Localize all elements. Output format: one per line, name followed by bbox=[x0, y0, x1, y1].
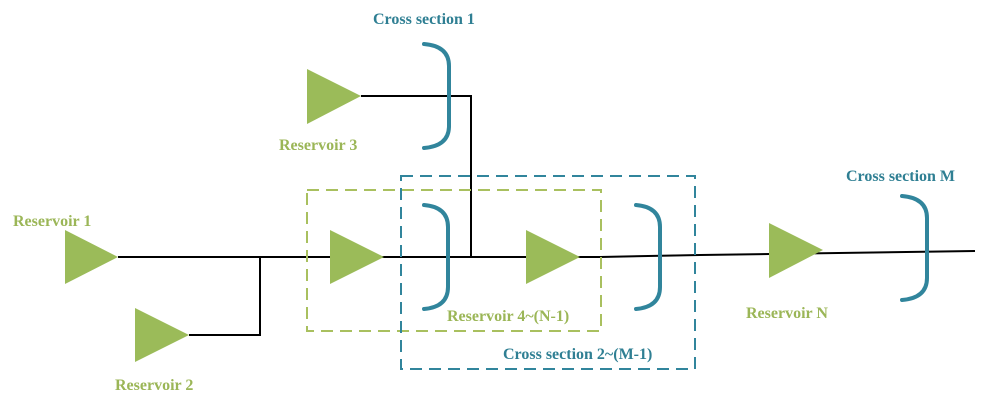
river-network bbox=[118, 95, 976, 336]
cross-section-m-label: Cross section M bbox=[846, 168, 955, 185]
cross-sections bbox=[422, 42, 929, 311]
reservoir-group-first-icon bbox=[330, 230, 384, 284]
tributary-reservoir-2 bbox=[189, 257, 261, 336]
reservoir-3-icon bbox=[307, 69, 361, 124]
reservoir-2-icon bbox=[135, 308, 189, 362]
reservoir-2-label: Reservoir 2 bbox=[115, 377, 193, 394]
cross-section-m-bracket bbox=[900, 194, 929, 302]
cross-section-2-m-1-label: Cross section 2~(M-1) bbox=[503, 346, 652, 363]
cross-section-3-bracket bbox=[634, 203, 662, 311]
cross-section-group-box bbox=[400, 175, 696, 370]
reservoir-n-icon bbox=[769, 223, 823, 278]
tributary-reservoir-3 bbox=[361, 95, 472, 257]
reservoir-3-label: Reservoir 3 bbox=[279, 137, 357, 154]
reservoir-4-n-1-label: Reservoir 4~(N-1) bbox=[447, 308, 569, 325]
reservoir-4-icon bbox=[526, 230, 580, 284]
cross-section-1-bracket bbox=[422, 42, 451, 150]
reservoirs bbox=[65, 69, 823, 362]
cross-section-2-bracket bbox=[422, 203, 450, 311]
cross-section-1-label: Cross section 1 bbox=[373, 11, 475, 28]
reservoir-1-icon bbox=[65, 230, 118, 284]
reservoir-n-label: Reservoir N bbox=[746, 305, 828, 322]
reservoir-1-label: Reservoir 1 bbox=[13, 213, 91, 230]
reservoir-group-box bbox=[306, 189, 602, 332]
